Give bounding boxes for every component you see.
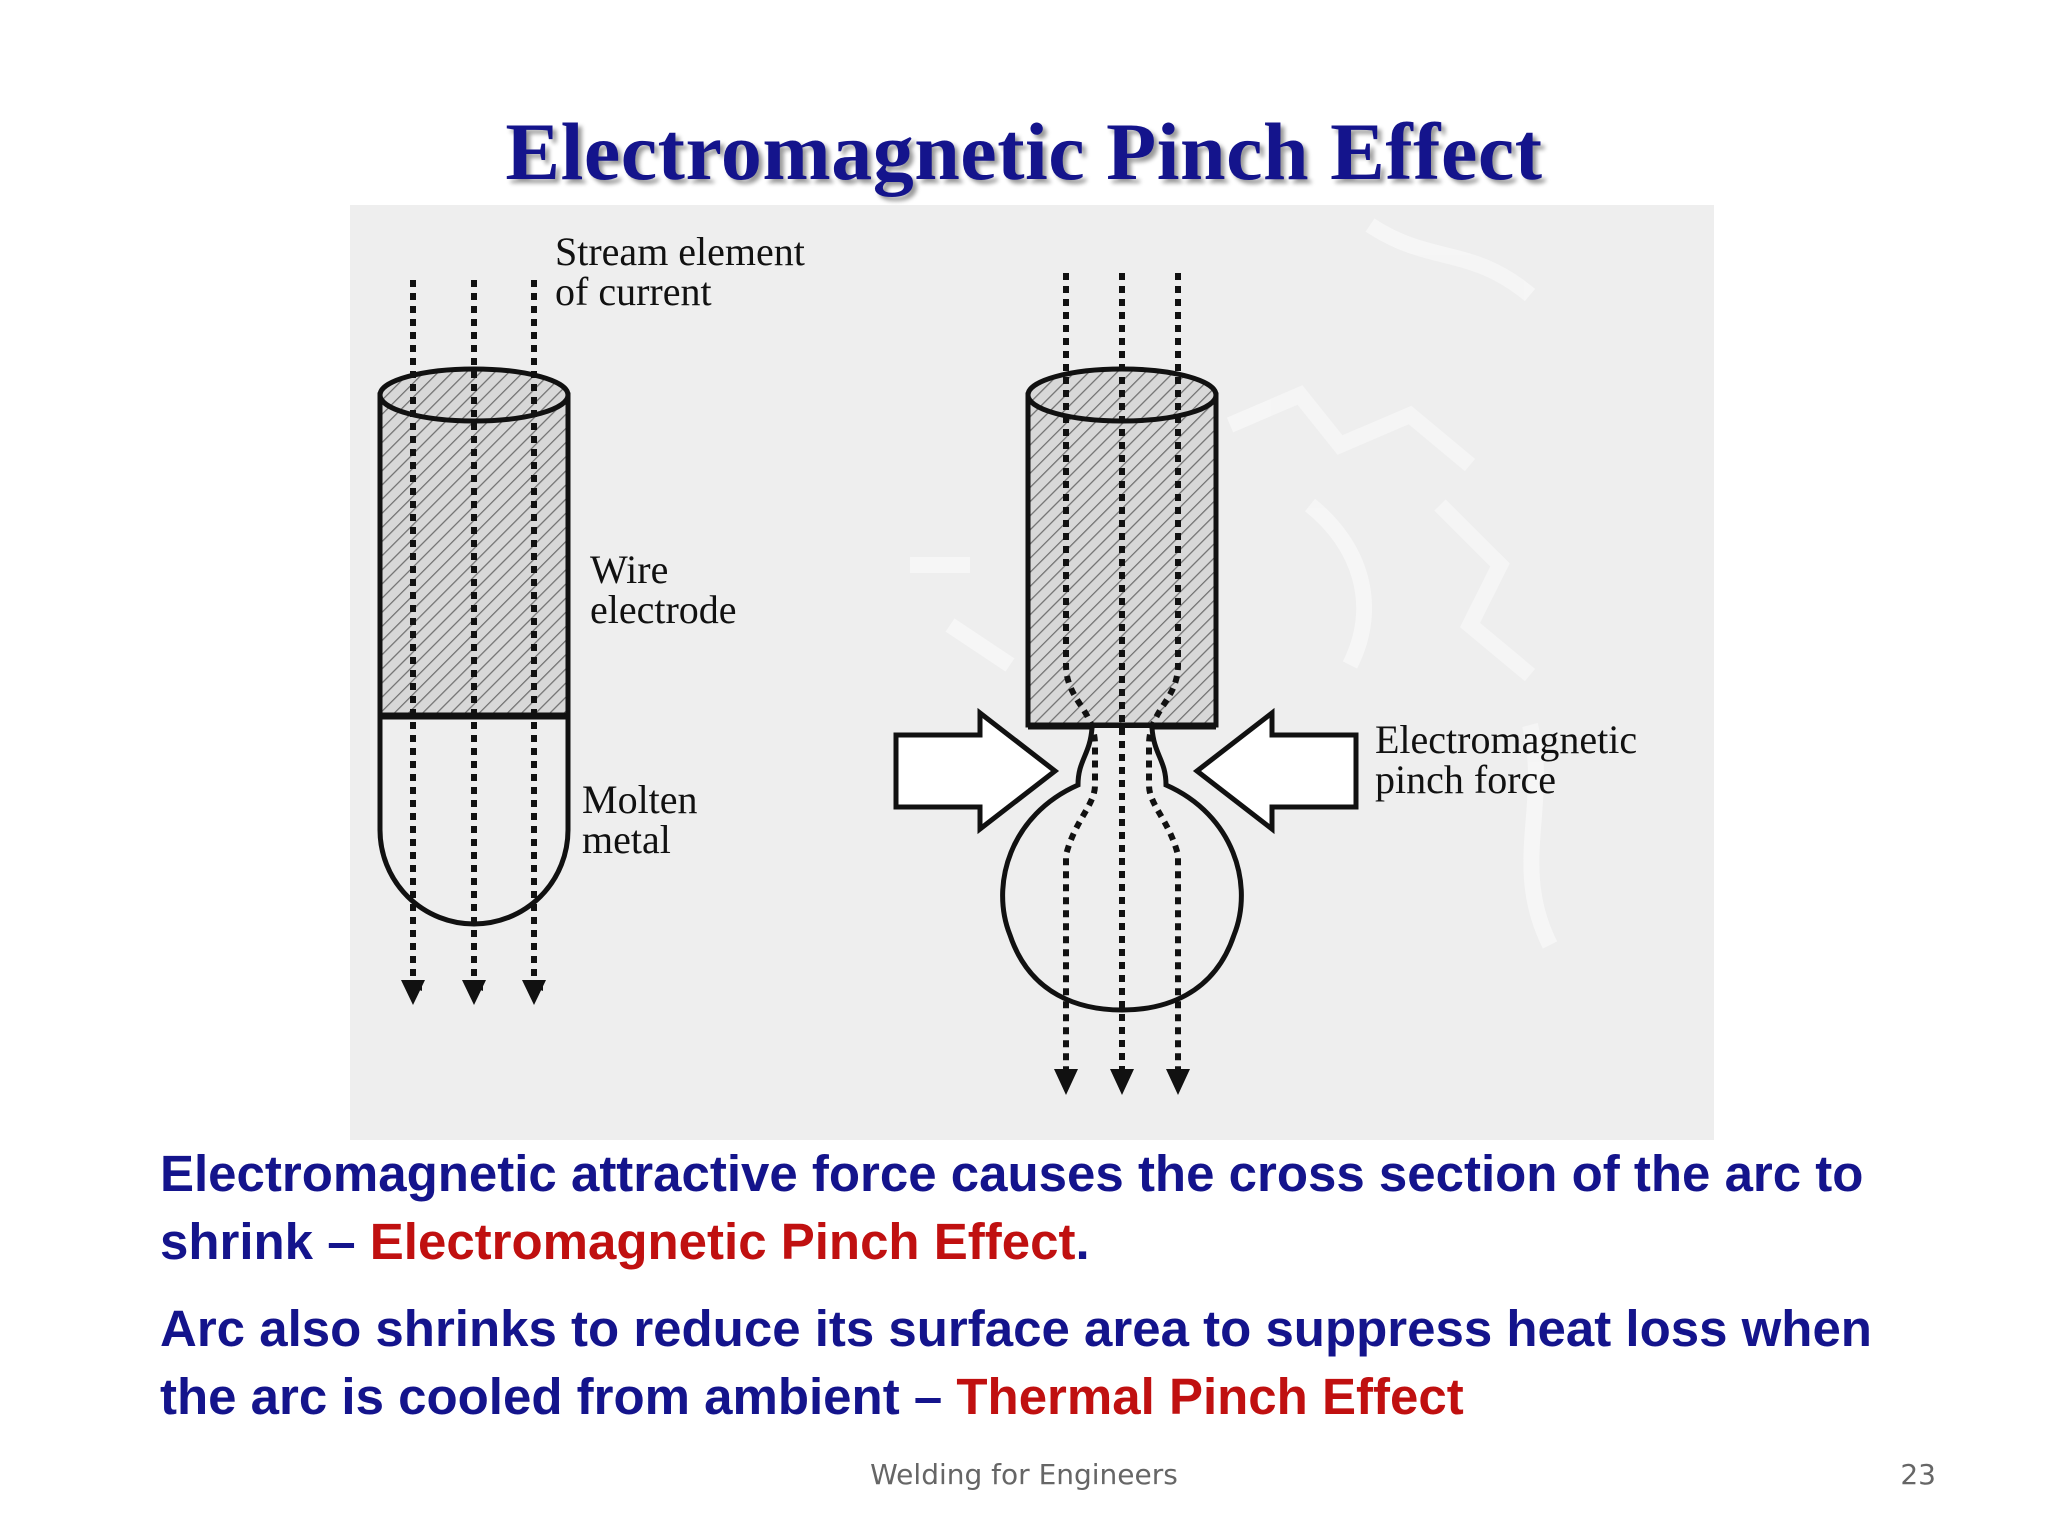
body-2-text: Arc also shrinks to reduce its surface a… (160, 1300, 1872, 1425)
right-molten-droplet (1000, 727, 1244, 1013)
pinch-diagram (377, 218, 1558, 1095)
label-wire-electrode: Wire electrode (590, 547, 737, 632)
left-electrode-diagram (377, 280, 571, 1005)
body-paragraph-2: Arc also shrinks to reduce its surface a… (160, 1295, 1940, 1431)
background-watermark (910, 218, 1558, 949)
pinch-arrow-left (893, 707, 1060, 835)
footer-center: Welding for Engineers (870, 1458, 1178, 1491)
slide-title: Electromagnetic Pinch Effect (505, 106, 1543, 197)
right-current-streams (1063, 273, 1181, 1075)
pinch-arrow-right (1192, 707, 1359, 835)
pinch-effect-figure: Stream element of current Wire electrode… (350, 205, 1714, 1140)
label-stream-element: Stream element of current (555, 229, 805, 314)
label-molten-metal: Molten metal (582, 777, 698, 862)
label-pinch-force: Electromagnetic pinch force (1375, 717, 1638, 802)
body-1-text: Electromagnetic attractive force causes … (160, 1145, 1864, 1270)
body-1-tail: . (1075, 1213, 1090, 1270)
body-2-highlight: Thermal Pinch Effect (956, 1368, 1464, 1425)
right-pinch-diagram (893, 273, 1359, 1095)
body-paragraph-1: Electromagnetic attractive force causes … (160, 1140, 1940, 1276)
left-current-streams (410, 280, 543, 991)
page-number: 23 (1900, 1458, 1936, 1491)
left-electrode-top (377, 366, 571, 424)
body-1-highlight: Electromagnetic Pinch Effect (369, 1213, 1076, 1270)
